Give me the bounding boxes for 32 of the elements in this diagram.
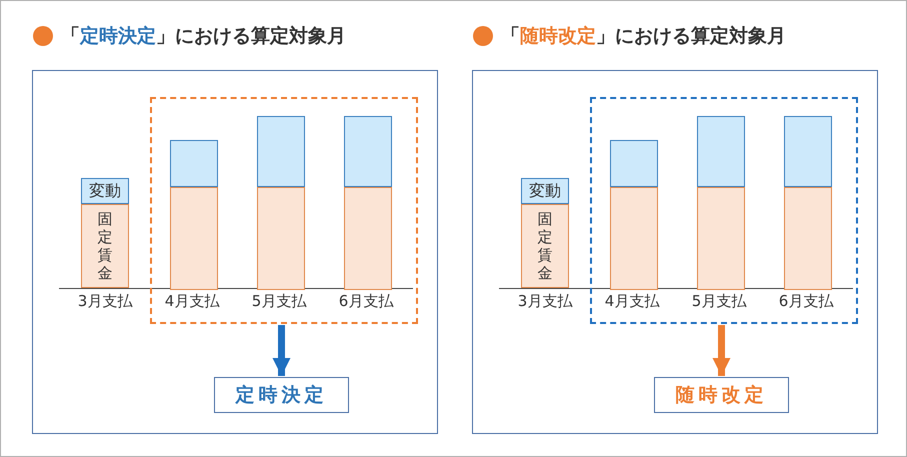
bar-segment	[697, 187, 745, 290]
bar-segment	[784, 187, 832, 290]
bar-segment	[697, 116, 745, 187]
bar-segment	[344, 116, 392, 187]
panel-heading: 「随時改定」における算定対象月	[501, 24, 786, 49]
bar-segment	[257, 116, 305, 187]
variable-pay-segment: 変動	[81, 178, 129, 204]
result-box: 随時改定	[654, 377, 789, 413]
bar-segment	[344, 187, 392, 290]
fixed-pay-segment: 固定賃金	[521, 204, 569, 288]
month-label: 6月支払	[778, 292, 834, 311]
bar-segment	[610, 187, 658, 290]
fixed-pay-segment: 固定賃金	[81, 204, 129, 288]
bar-segment	[610, 140, 658, 187]
month-label: 5月支払	[690, 292, 748, 311]
arrow	[712, 325, 731, 376]
bar-segment	[257, 187, 305, 290]
month-label: 3月支払	[516, 292, 574, 311]
result-box: 定時決定	[214, 377, 349, 413]
bar-segment	[170, 187, 218, 290]
variable-pay-segment: 変動	[521, 178, 569, 204]
bar-segment	[170, 140, 218, 187]
bar-segment	[784, 116, 832, 187]
selection-box	[590, 97, 858, 324]
month-label: 5月支払	[250, 292, 308, 311]
month-label: 4月支払	[604, 292, 660, 311]
month-label: 4月支払	[164, 292, 220, 311]
selection-box	[150, 97, 418, 324]
arrow	[272, 325, 291, 376]
panel-heading: 「定時決定」における算定対象月	[61, 24, 346, 49]
month-label: 3月支払	[76, 292, 134, 311]
month-label: 6月支払	[338, 292, 394, 311]
